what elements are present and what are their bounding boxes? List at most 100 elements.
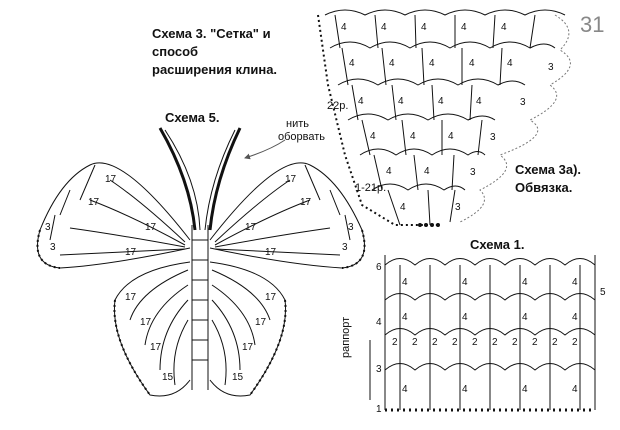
svg-text:2: 2 [412,337,418,348]
svg-text:17: 17 [245,222,257,233]
svg-text:2: 2 [452,337,458,348]
svg-text:17: 17 [255,317,267,328]
butterfly-lower-left-wing [113,261,191,397]
svg-text:17: 17 [125,292,137,303]
svg-text:17: 17 [145,222,157,233]
scheme3-stitch-numbers: 4 4 4 4 4 4 4 4 4 4 4 4 4 4 4 4 4 4 4 4 … [341,22,554,213]
svg-text:4: 4 [341,22,347,33]
svg-text:4: 4 [424,166,430,177]
svg-text:2: 2 [532,337,538,348]
svg-text:2: 2 [492,337,498,348]
scheme1-numbers: 6 4 3 1 5 4 4 4 4 4 4 4 4 2 2 2 2 2 2 2 … [376,262,606,415]
svg-text:17: 17 [125,247,137,258]
scheme3-title-line1: Схема 3. "Сетка" и [152,26,271,41]
svg-text:4: 4 [410,131,416,142]
svg-text:17: 17 [285,174,297,185]
svg-text:17: 17 [105,174,117,185]
svg-text:4: 4 [349,58,355,69]
butterfly-antennae [158,127,242,231]
svg-text:15: 15 [162,372,174,383]
svg-text:3: 3 [455,202,461,213]
scheme1-diagram: 6 4 3 1 5 4 4 4 4 4 4 4 4 2 2 2 2 2 2 2 … [369,255,606,415]
scheme3-row-22-label: 22р. [327,100,349,112]
svg-text:15: 15 [232,372,244,383]
svg-text:3: 3 [376,364,382,375]
svg-text:4: 4 [572,277,578,288]
scheme3-row-1-21-label: 1-21р. [355,182,387,194]
svg-text:4: 4 [398,96,404,107]
scheme3a-title-line1: Схема 3а). [515,162,582,177]
svg-text:17: 17 [150,342,162,353]
svg-text:4: 4 [438,96,444,107]
svg-text:2: 2 [552,337,558,348]
svg-text:17: 17 [242,342,254,353]
scheme3-chain-edge [317,14,440,226]
svg-text:4: 4 [507,58,513,69]
svg-text:3: 3 [490,132,496,143]
svg-text:3: 3 [520,97,526,108]
svg-text:4: 4 [402,277,408,288]
scheme3a-edging [459,14,571,223]
butterfly-upper-left-wing [37,162,191,269]
svg-text:3: 3 [348,222,354,233]
svg-text:4: 4 [421,22,427,33]
svg-text:17: 17 [88,197,100,208]
svg-text:4: 4 [400,202,406,213]
scheme5-butterfly: 17 17 17 3 3 17 17 17 3 3 17 17 17 17 17… [36,127,366,397]
svg-text:2: 2 [572,337,578,348]
scheme5-note-line2: оборвать [278,131,326,143]
scheme3-title-line2: способ [152,44,199,59]
svg-text:3: 3 [45,222,51,233]
scheme3-stitch-lines [334,14,536,226]
svg-text:3: 3 [50,242,56,253]
svg-text:4: 4 [376,317,382,328]
svg-text:3: 3 [470,167,476,178]
svg-text:17: 17 [300,197,312,208]
svg-text:5: 5 [600,287,606,298]
scheme1-title: Схема 1. [470,237,525,252]
scheme3-start-dots [418,223,440,227]
svg-text:4: 4 [386,166,392,177]
scheme3-diagram: 4 4 4 4 4 4 4 4 4 4 4 4 4 4 4 4 4 4 4 4 … [317,9,571,227]
svg-text:3: 3 [342,242,348,253]
svg-text:4: 4 [572,384,578,395]
svg-text:1: 1 [376,404,382,415]
svg-text:17: 17 [265,247,277,258]
svg-text:4: 4 [402,384,408,395]
butterfly-lower-right-wing [209,261,287,397]
svg-text:4: 4 [522,277,528,288]
scheme3-title-line3: расширения клина. [152,62,278,77]
page-number: 31 [580,12,605,37]
svg-text:4: 4 [476,96,482,107]
butterfly-numbers: 17 17 17 3 3 17 17 17 3 3 17 17 17 17 17… [45,174,354,383]
svg-text:4: 4 [469,58,475,69]
svg-text:17: 17 [140,317,152,328]
svg-text:4: 4 [448,131,454,142]
svg-text:2: 2 [392,337,398,348]
svg-text:4: 4 [572,312,578,323]
scheme5-title: Схема 5. [165,110,220,125]
svg-text:4: 4 [462,312,468,323]
svg-text:4: 4 [389,58,395,69]
svg-text:4: 4 [462,277,468,288]
svg-text:2: 2 [512,337,518,348]
butterfly-body [191,225,209,390]
scheme5-note-line1: нить [286,118,309,130]
butterfly-dotted-edge [36,229,366,396]
svg-text:3: 3 [548,62,554,73]
svg-text:2: 2 [432,337,438,348]
scheme1-stitch-lines [399,265,581,410]
svg-text:4: 4 [429,58,435,69]
svg-text:6: 6 [376,262,382,273]
svg-text:4: 4 [461,22,467,33]
svg-text:4: 4 [381,22,387,33]
svg-text:2: 2 [472,337,478,348]
svg-text:4: 4 [402,312,408,323]
svg-text:4: 4 [370,131,376,142]
svg-text:4: 4 [522,312,528,323]
svg-text:4: 4 [462,384,468,395]
svg-text:4: 4 [522,384,528,395]
scheme3a-title-line2: Обвязка. [515,180,573,195]
svg-text:17: 17 [265,292,277,303]
